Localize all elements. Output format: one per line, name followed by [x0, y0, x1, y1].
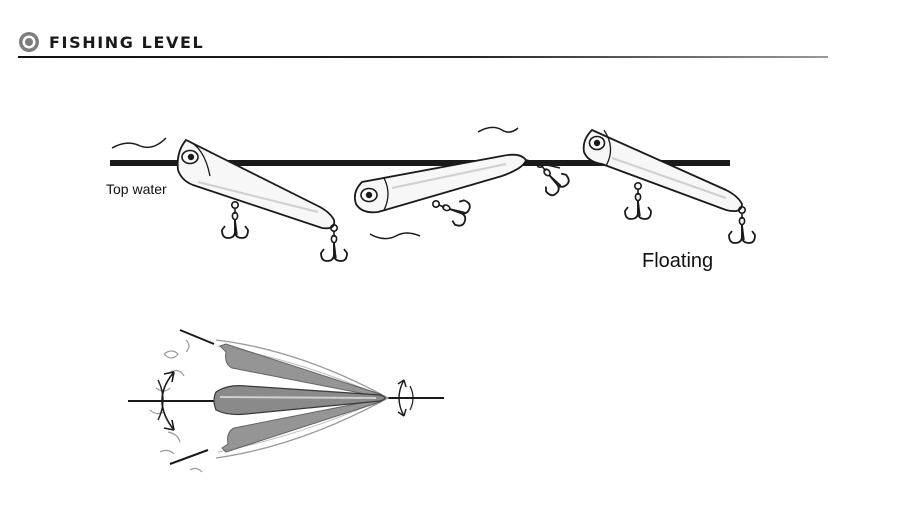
ripple-underwater	[369, 232, 421, 240]
popper-lure-middle	[353, 152, 573, 229]
target-ring-icon	[19, 32, 39, 52]
floating-label: Floating	[642, 250, 714, 272]
popper-lure-left	[176, 138, 348, 262]
header-divider	[18, 56, 828, 58]
popper-lure-right	[582, 128, 756, 244]
section-header: FISHING LEVEL	[18, 30, 204, 54]
section-title: FISHING LEVEL	[49, 32, 205, 52]
ripple-left	[111, 137, 167, 149]
top-water-label: Top water	[106, 181, 167, 197]
popper-action-diagram	[128, 329, 444, 473]
ripple-middle	[477, 126, 519, 133]
